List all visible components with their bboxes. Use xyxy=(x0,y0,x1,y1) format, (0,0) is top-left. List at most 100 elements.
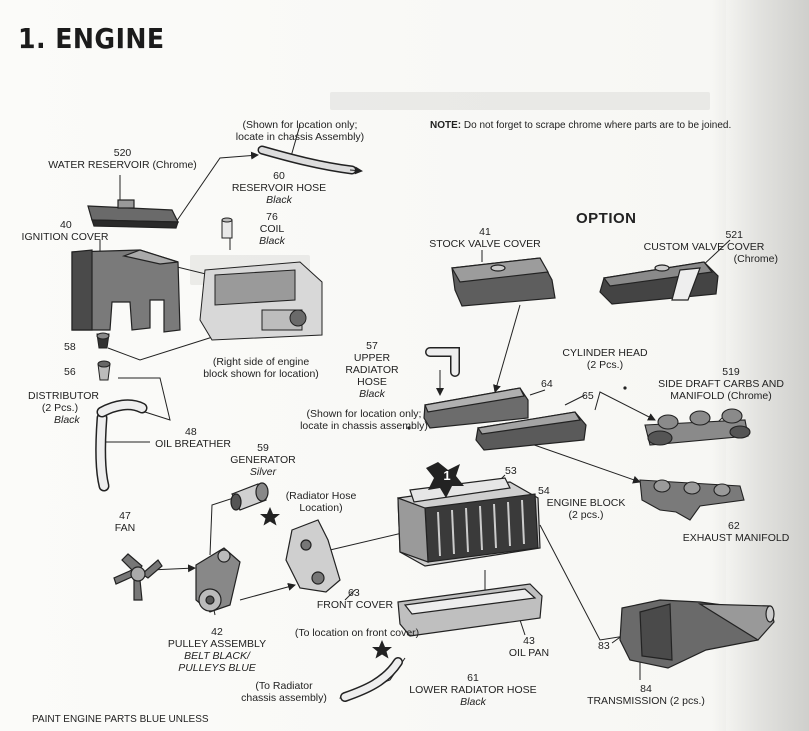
leader-breather xyxy=(118,377,171,421)
label-custom-valve-cover: 521 CUSTOM VALVE COVER (Chrome) xyxy=(630,229,778,265)
part-name: EXHAUST MANIFOLD xyxy=(682,532,790,544)
label-oil-breather: 48 OIL BREATHER xyxy=(148,426,238,450)
custom-valve-cover-part xyxy=(599,261,719,305)
distributor-part xyxy=(96,332,111,381)
part-number: 84 xyxy=(640,683,652,695)
label-65: 65 xyxy=(582,390,594,402)
part-note: Black xyxy=(359,388,385,400)
part-number: 42 xyxy=(211,626,223,638)
option-label: OPTION xyxy=(576,210,637,227)
part-number: 61 xyxy=(467,672,479,684)
part-name: FRONT COVER xyxy=(316,599,394,611)
callout-line: block shown for location) xyxy=(203,368,319,380)
pulley-assembly-part xyxy=(195,547,241,613)
part-name: MANIFOLD (Chrome) xyxy=(670,390,772,402)
label-64: 64 xyxy=(541,378,553,390)
part-name: LOWER RADIATOR HOSE xyxy=(409,684,537,696)
part-number: 43 xyxy=(523,635,535,647)
cylinder-head-part xyxy=(423,387,587,451)
label-water-reservoir: 520 WATER RESERVOIR (Chrome) xyxy=(40,147,205,171)
part-note: (2 Pcs.) xyxy=(41,402,79,414)
part-note: BELT BLACK/ xyxy=(184,650,250,662)
bleed-through-mark xyxy=(330,92,710,110)
leader-64 xyxy=(529,389,546,396)
label-generator: 59 GENERATOR Silver xyxy=(226,442,300,478)
fan-part xyxy=(113,553,163,601)
label-ignition-cover: 40 IGNITION COVER xyxy=(10,219,120,243)
step-badge: 1 xyxy=(443,468,451,483)
part-name: UPPER xyxy=(353,352,391,364)
callout-line: (Right side of engine xyxy=(212,356,310,368)
part-number: 62 xyxy=(728,520,740,532)
label-engine-block: 54 ENGINE BLOCK (2 pcs.) xyxy=(538,485,634,521)
step-badge-shape xyxy=(426,462,464,498)
section-title: 1. ENGINE xyxy=(18,22,165,55)
part-name: GENERATOR xyxy=(230,454,296,466)
part-name: IGNITION COVER xyxy=(21,231,109,243)
label-83: 83 xyxy=(598,640,610,652)
leader-exhaust xyxy=(519,439,641,484)
callout-right-side: (Right side of engine block shown for lo… xyxy=(190,356,332,380)
callout-line: locate in chassis Assembly) xyxy=(235,131,365,143)
water-reservoir-part xyxy=(87,199,179,229)
note-label: NOTE: xyxy=(430,120,462,131)
part-number: 47 xyxy=(119,510,131,522)
oil-pan-part xyxy=(397,583,543,637)
location-star-icon xyxy=(260,507,280,526)
part-note: Black xyxy=(259,235,285,247)
label-reservoir-hose: 60 RESERVOIR HOSE Black xyxy=(228,170,330,206)
footer-paint-note: PAINT ENGINE PARTS BLUE UNLESS xyxy=(32,714,209,725)
stock-valve-cover-part xyxy=(451,257,556,307)
engine-block-part xyxy=(397,477,541,567)
part-name: OIL BREATHER xyxy=(155,438,231,450)
part-name: TRANSMISSION (2 pcs.) xyxy=(587,695,705,707)
callout-location-chassis: (Shown for location only; locate in chas… xyxy=(296,408,432,432)
part-number: 57 xyxy=(366,340,378,352)
leader-65 xyxy=(564,394,586,406)
note: NOTE: Do not forget to scrape chrome whe… xyxy=(430,120,731,132)
note-text: Do not forget to scrape chrome where par… xyxy=(463,120,732,131)
part-name: WATER RESERVOIR (Chrome) xyxy=(48,159,197,171)
location-star-icon xyxy=(372,640,392,659)
part-number: 60 xyxy=(273,170,285,182)
generator-part xyxy=(230,482,269,511)
part-number: 76 xyxy=(266,211,278,223)
callout-to-radiator: (To Radiator chassis assembly) xyxy=(234,680,334,704)
label-56: 56 xyxy=(64,366,76,378)
label-coil: 76 COIL Black xyxy=(252,211,292,247)
part-name: DISTRIBUTOR xyxy=(28,390,99,402)
part-name: FAN xyxy=(114,522,136,534)
part-number: 41 xyxy=(479,226,491,238)
label-53: 53 xyxy=(505,465,517,477)
exhaust-manifold-part xyxy=(639,479,745,521)
callout-line: (Radiator Hose xyxy=(285,490,357,502)
part-name: COIL xyxy=(259,223,285,235)
label-stock-valve-cover: 41 STOCK VALVE COVER xyxy=(420,226,550,250)
part-note: Black xyxy=(266,194,292,206)
part-note: Silver xyxy=(249,466,277,478)
callout-line: chassis assembly) xyxy=(241,692,327,704)
ignition-cover-part xyxy=(71,249,181,333)
callout-line: (Shown for location only; xyxy=(242,119,358,131)
label-oil-pan: 43 OIL PAN xyxy=(504,635,554,659)
label-side-draft-carbs: 519 SIDE DRAFT CARBS AND MANIFOLD (Chrom… xyxy=(648,366,794,402)
label-front-cover: 63 FRONT COVER xyxy=(310,587,400,611)
leader-63 xyxy=(344,589,356,601)
part-number: 63 xyxy=(348,587,360,599)
part-number: 520 xyxy=(113,147,132,159)
part-number: 59 xyxy=(257,442,269,454)
label-upper-radiator-hose: 57 UPPER RADIATOR HOSE Black xyxy=(342,340,402,400)
leader-43 xyxy=(519,619,526,636)
block-right-side-view xyxy=(199,261,323,341)
callout-line: (To Radiator xyxy=(255,680,313,692)
side-draft-carbs-part xyxy=(644,408,751,446)
leader-carbs xyxy=(594,391,656,421)
part-number: 54 xyxy=(538,485,550,497)
label-fan: 47 FAN xyxy=(110,510,140,534)
part-name: ENGINE BLOCK xyxy=(546,497,626,509)
lower-radiator-hose-part xyxy=(340,657,403,702)
part-note: Black xyxy=(460,696,486,708)
upper-radiator-hose-part xyxy=(425,347,460,377)
part-note: (2 pcs.) xyxy=(568,509,604,521)
